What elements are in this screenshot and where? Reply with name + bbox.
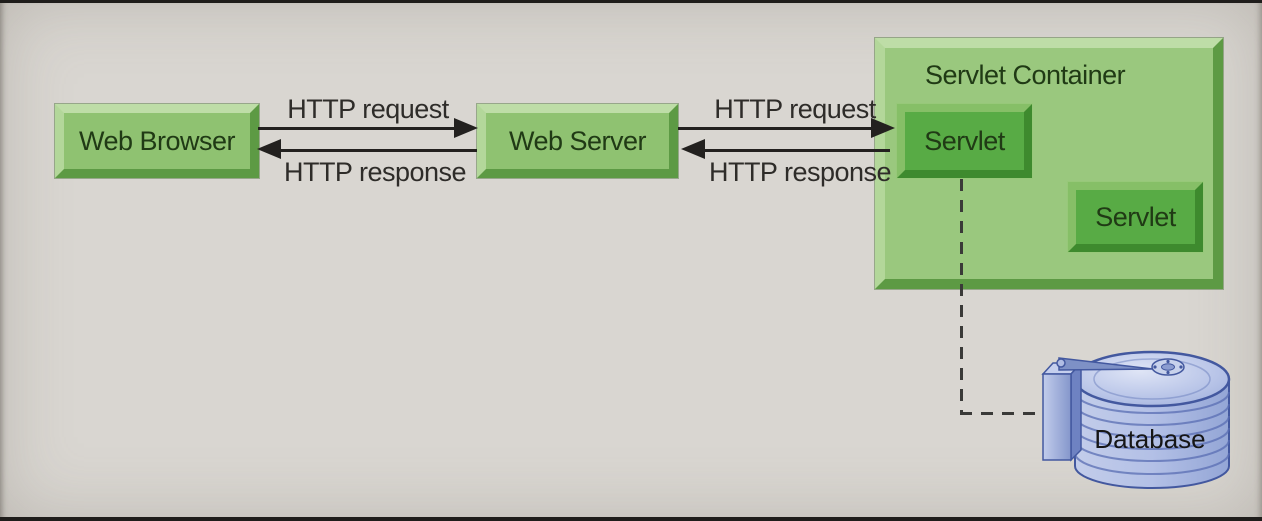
http-response-label-2: HTTP response [708, 157, 892, 187]
actuator-arm-icon [1056, 357, 1154, 371]
database-node: Database [1035, 336, 1240, 496]
http-request-label-1: HTTP request [287, 94, 449, 124]
servlet-to-database-connector-vertical [960, 179, 963, 414]
spindle-hub-icon [1151, 358, 1185, 376]
servlet-container-node: Servlet Container Servlet Servlet [875, 38, 1223, 289]
platter-top [1073, 350, 1231, 408]
servlet-container-label: Servlet Container [925, 60, 1126, 90]
database-label: Database [1094, 424, 1205, 454]
servlet-top-label: Servlet [924, 125, 1005, 156]
database-disk-icon: Database [1041, 350, 1231, 489]
servlet-node-bottom: Servlet [1068, 182, 1203, 252]
http-response-arrow-1-head-icon [257, 139, 281, 159]
servlet-node-top: Servlet [897, 104, 1032, 178]
http-response-arrow-2-head-icon [681, 139, 705, 159]
actuator-block [1041, 361, 1083, 462]
servlet-bottom-label: Servlet [1095, 201, 1176, 232]
web-browser-node: Web Browser [55, 104, 259, 178]
http-request-arrow-1-line [258, 127, 456, 130]
http-request-arrow-1-head-icon [454, 118, 478, 138]
platter-stack [1074, 379, 1230, 489]
http-response-arrow-2-line [704, 149, 890, 152]
web-browser-label: Web Browser [78, 125, 236, 156]
web-server-node: Web Server [477, 104, 678, 178]
web-server-label: Web Server [508, 125, 647, 156]
http-response-arrow-1-line [280, 149, 477, 152]
http-request-label-2: HTTP request [714, 94, 876, 124]
servlet-to-database-connector-horizontal [960, 412, 1046, 415]
http-request-arrow-2-line [678, 127, 872, 130]
http-request-arrow-2-head-icon [871, 118, 895, 138]
http-response-label-1: HTTP response [283, 157, 467, 187]
